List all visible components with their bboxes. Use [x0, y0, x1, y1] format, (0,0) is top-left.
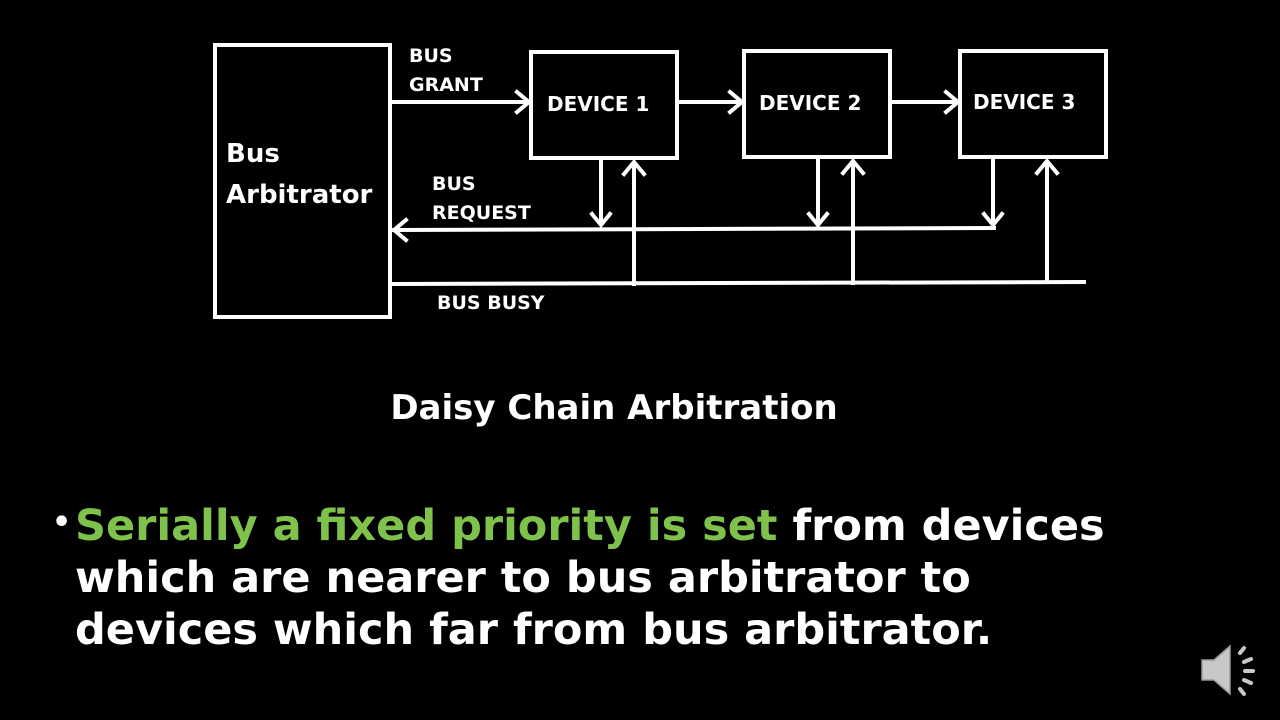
- device-3-busy-arrowhead: [1034, 157, 1060, 176]
- bullet-highlight: Serially a fixed priority is set: [75, 501, 778, 551]
- bus-grant-label-line2: GRANT: [409, 74, 483, 96]
- device-1-request-arrowhead: [589, 211, 613, 229]
- bullet-dot: •: [52, 505, 72, 540]
- device-2-request-arrowhead: [806, 211, 830, 229]
- bullet-line3: devices which far from bus arbitrator.: [75, 605, 993, 655]
- bullet-line1-rest: from devices: [777, 501, 1105, 551]
- bus-request-label: BUS: [432, 173, 476, 195]
- bus-busy-line: [389, 279, 1087, 287]
- device-3-label: DEVICE 3: [973, 90, 1075, 114]
- bus-arbitrator-label-line2: Arbitrator: [226, 180, 373, 210]
- bus-busy-label: BUS BUSY: [437, 292, 545, 314]
- bullet-text: Serially a fixed priority is set from de…: [75, 500, 1205, 656]
- bus-request-line: [391, 225, 997, 233]
- device-3-box: [958, 49, 1108, 159]
- daisy-chain-diagram: Bus Arbitrator DEVICE 1 DEVICE 2 DEVICE …: [213, 43, 1108, 319]
- bullet-line2: which are nearer to bus arbitrator to: [75, 553, 971, 603]
- device-2-label: DEVICE 2: [759, 91, 861, 115]
- bus-grant-arrowhead-1: [514, 89, 533, 115]
- bus-request-label-line2: REQUEST: [432, 202, 531, 224]
- device-1-box: [529, 50, 679, 160]
- bus-grant-label: BUS: [409, 45, 453, 67]
- device-1-label: DEVICE 1: [547, 92, 649, 116]
- bus-request-arrowhead: [390, 217, 409, 243]
- diagram-caption: Daisy Chain Arbitration: [390, 388, 838, 428]
- speaker-icon[interactable]: [1198, 640, 1262, 700]
- bus-arbitrator-label: Bus: [226, 139, 280, 169]
- device-2-busy-arrowhead: [840, 157, 866, 176]
- bus-grant-arrowhead-2: [727, 89, 746, 115]
- bus-grant-arrowhead-3: [943, 89, 962, 115]
- device-3-request-arrowhead: [981, 211, 1005, 229]
- device-1-busy-arrowhead: [621, 158, 647, 177]
- bus-arbitrator-box: [213, 43, 392, 319]
